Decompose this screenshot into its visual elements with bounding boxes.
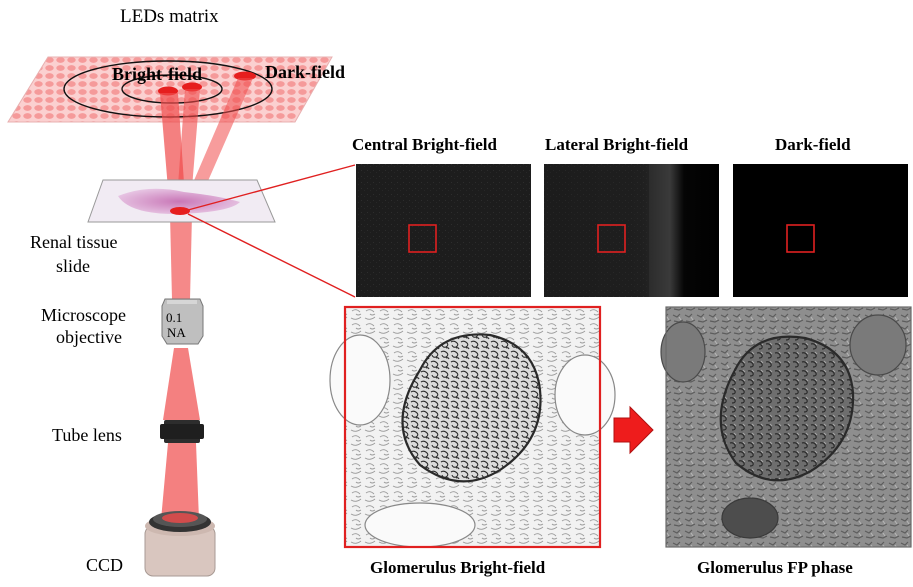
roi-box-central <box>408 224 437 253</box>
glomerulus-bf-frame <box>343 305 602 549</box>
roi-box-lateral <box>597 224 626 253</box>
microscope-objective <box>161 298 204 345</box>
glomerulus-bf-caption: Glomerulus Bright-field <box>370 558 546 577</box>
glomerulus-bf-image <box>329 305 616 549</box>
ccd-camera <box>144 511 216 577</box>
lateral-bf-title: Lateral Bright-field <box>545 135 689 154</box>
illuminated-spot <box>170 207 190 215</box>
dark-field-panel-title: Dark-field <box>775 135 851 154</box>
dark-field-label: Dark-field <box>265 62 345 82</box>
tube-lens-label: Tube lens <box>52 425 122 445</box>
dark-field-image <box>733 164 908 297</box>
leds-matrix-label: LEDs matrix <box>120 6 219 27</box>
objective-label-line2: objective <box>56 327 122 347</box>
renal-tissue-label-line2: slide <box>56 256 90 276</box>
tissue-slide <box>87 179 276 223</box>
glomerulus-fp-phase-image <box>660 306 912 548</box>
ccd-label: CCD <box>86 555 123 575</box>
roi-box-dark-field <box>786 224 815 253</box>
glomerulus-fp-caption: Glomerulus FP phase <box>697 558 853 577</box>
objective-na-unit: NA <box>167 325 186 340</box>
right-arrow-icon <box>613 405 654 455</box>
tube-lens <box>160 420 204 443</box>
lateral-bf-image <box>544 164 719 297</box>
objective-label-line1: Microscope <box>41 305 126 325</box>
central-bf-title: Central Bright-field <box>352 135 497 154</box>
renal-tissue-section <box>118 188 240 215</box>
objective-na-value: 0.1 <box>166 310 182 325</box>
zoom-connectors <box>187 164 356 298</box>
central-bf-image <box>356 164 531 297</box>
renal-tissue-label-line1: Renal tissue <box>30 232 118 252</box>
bright-field-label: Bright-field <box>112 64 202 84</box>
